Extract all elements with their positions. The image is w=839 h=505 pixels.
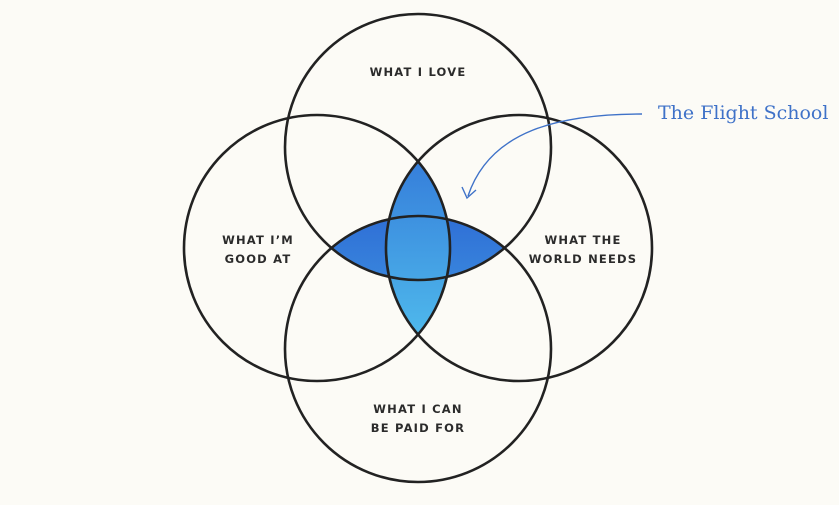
circle-what-the-world-needs [384, 113, 654, 383]
circle-what-im-good-at [182, 113, 452, 383]
overlap-good-world [386, 115, 450, 381]
callout-arrowhead-icon [461, 186, 477, 200]
callout-arrow [467, 113, 643, 197]
circle-what-i-can-be-paid-for [283, 214, 553, 484]
circle-what-i-love [283, 12, 553, 282]
label-what-the-world-needs-line1: WHAT THE [544, 233, 621, 247]
label-what-i-can-be-paid-for-line2: BE PAID FOR [371, 421, 465, 435]
label-what-the-world-needs-line2: WORLD NEEDS [529, 252, 638, 266]
label-what-im-good-at-line1: WHAT I’M [222, 233, 294, 247]
label-what-i-can-be-paid-for-line1: WHAT I CAN [373, 402, 462, 416]
callout-the-flight-school: The Flight School [658, 102, 828, 124]
label-what-i-love: WHAT I LOVE [370, 65, 467, 79]
label-what-im-good-at-line2: GOOD AT [225, 252, 292, 266]
